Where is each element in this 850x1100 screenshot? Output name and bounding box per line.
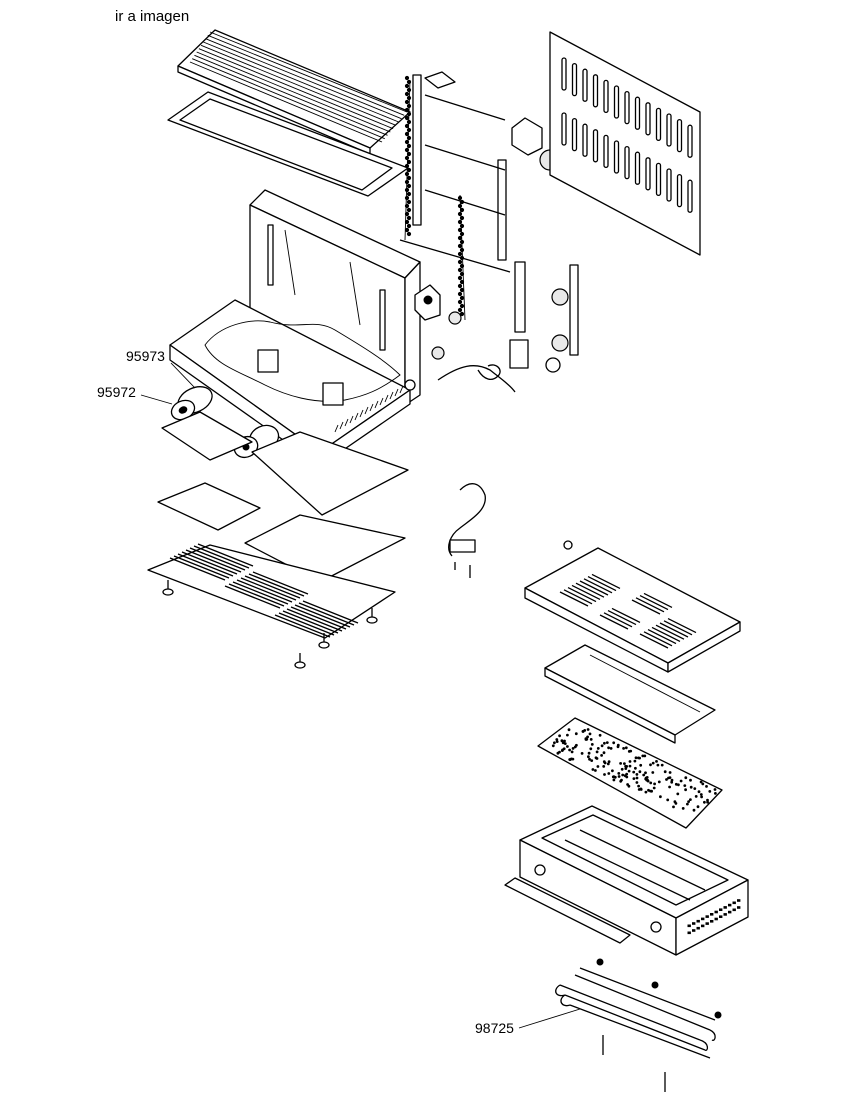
left-plates: [147, 411, 409, 669]
callout-95973: 95973: [126, 348, 196, 389]
right-top-panel: [524, 540, 741, 673]
heating-tray: [504, 805, 749, 956]
rack-frame: [167, 91, 409, 197]
wiring-harness: [448, 483, 486, 578]
callout-label-95972: 95972: [97, 384, 136, 400]
insulation-panel: [537, 717, 723, 829]
callout-label-98725: 98725: [475, 1020, 514, 1036]
go-to-image-link[interactable]: ir a imagen: [115, 8, 190, 25]
bracket-plate: [544, 644, 716, 744]
chain-drive-assembly: [399, 71, 579, 393]
callout-98725: 98725: [475, 1008, 581, 1036]
rear-vent-panel: [549, 31, 701, 256]
callout-95972: 95972: [97, 384, 173, 405]
callout-label-95973: 95973: [126, 348, 165, 364]
heating-element: [555, 958, 722, 1092]
